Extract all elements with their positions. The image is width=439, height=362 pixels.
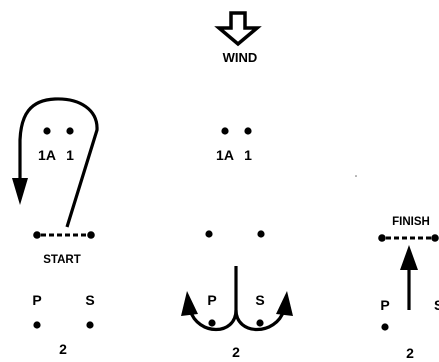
- start-panel: 1A 1 START P S 2: [12, 97, 99, 357]
- start-line-right-dot: [87, 231, 95, 239]
- start-label: START: [43, 254, 80, 266]
- p-mark-label: P: [380, 297, 389, 313]
- right-turn-arrowhead: [276, 291, 293, 316]
- mark-1-label: 1: [244, 147, 252, 163]
- wind-arrow-icon: [214, 11, 262, 47]
- p-mark-label: P: [32, 292, 41, 308]
- s-mark-label: S: [434, 297, 439, 313]
- start-course-arrowhead: [12, 178, 28, 205]
- mark-1-dot: [66, 127, 74, 135]
- middle-panel: 1A 1 P S 2: [181, 127, 293, 360]
- s-mark-dot: [86, 321, 94, 329]
- finish-course-arrowhead: [400, 245, 418, 270]
- split-course-line-right: [234, 309, 286, 332]
- finish-label: FINISH: [392, 216, 430, 228]
- finish-line-left-dot: [378, 234, 386, 242]
- speck: [355, 175, 357, 177]
- start-course-arrow: [18, 97, 99, 228]
- left-turn-arrowhead: [181, 291, 198, 316]
- p-mark-dot: [208, 319, 216, 327]
- p-mark-dot: [33, 321, 41, 329]
- wind-indicator: WIND: [214, 11, 262, 65]
- mark-2-label: 2: [232, 344, 240, 360]
- mark-2-label: 2: [406, 345, 414, 361]
- p-mark-dot: [381, 323, 389, 331]
- mark-1a-dot: [43, 127, 51, 135]
- start-line-left-dot: [33, 231, 41, 239]
- mark-1a-label: 1A: [216, 147, 234, 163]
- s-mark-label: S: [85, 292, 94, 308]
- middle-left-dot: [205, 230, 213, 238]
- middle-right-dot: [257, 230, 265, 238]
- wind-label: WIND: [223, 50, 258, 65]
- mark-1a-dot: [221, 127, 229, 135]
- mark-1a-label: 1A: [38, 147, 56, 163]
- finish-line-right-dot: [431, 234, 439, 242]
- s-mark-dot: [256, 319, 264, 327]
- mark-1-dot: [244, 127, 252, 135]
- mark-2-label: 2: [59, 341, 67, 357]
- s-mark-label: S: [255, 292, 264, 308]
- finish-panel: FINISH P S 2: [378, 216, 439, 361]
- p-mark-label: P: [207, 292, 216, 308]
- mark-1-label: 1: [66, 147, 74, 163]
